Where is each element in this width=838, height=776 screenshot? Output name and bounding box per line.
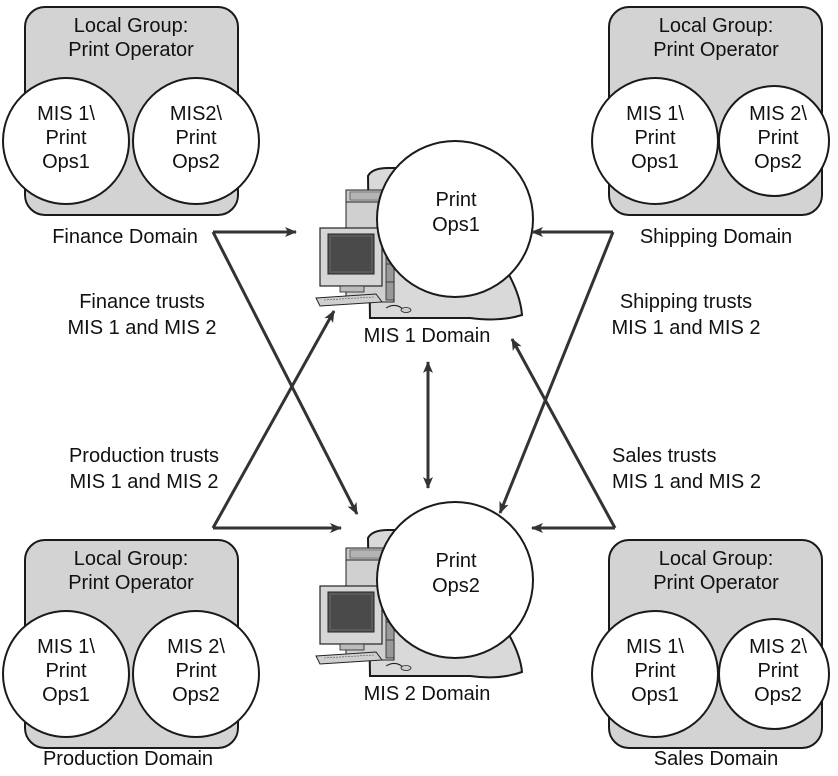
sales-domain-label: Sales Domain (654, 748, 779, 770)
production-mis1-member-circle (2, 610, 130, 738)
shipping-group-title-line1: Local Group: (659, 15, 774, 37)
finance-local-group: Local Group: Print Operator MIS 1\ Print… (2, 6, 260, 248)
production-right-circle-line2: Print (175, 660, 217, 682)
production-domain-label: Production Domain (43, 748, 213, 770)
production-left-circle-line3: Ops1 (42, 684, 90, 706)
production-right-circle-line3: Ops2 (172, 684, 220, 706)
sales-group-title-line1: Local Group: (659, 548, 774, 570)
shipping-trust-label-line2: MIS 1 and MIS 2 (612, 317, 761, 339)
finance-left-circle-line3: Ops1 (42, 151, 90, 173)
sales-local-group: Local Group: Print Operator MIS 1\ Print… (591, 539, 830, 770)
shipping-to-mis2-arrow (498, 231, 615, 514)
sales-mis2-member-circle (718, 618, 830, 730)
finance-mis1-member-circle (2, 77, 130, 205)
trust-arrows (211, 227, 617, 533)
mis2-domain-node: Print Ops2 MIS 2 Domain (315, 501, 534, 705)
sales-to-mis1-arrow (510, 338, 617, 529)
shipping-left-circle-line1: MIS 1\ (626, 103, 684, 125)
shipping-local-group: Local Group: Print Operator MIS 1\ Print… (591, 6, 830, 248)
shipping-right-circle-line2: Print (757, 127, 799, 149)
production-left-circle-line2: Print (45, 660, 87, 682)
mis1-domain-node: Print Ops1 MIS 1 Domain (315, 140, 534, 347)
finance-left-circle-line1: MIS 1\ (37, 103, 95, 125)
finance-left-circle-line2: Print (45, 127, 87, 149)
finance-right-circle-line1: MIS2\ (170, 103, 223, 125)
finance-right-circle-line3: Ops2 (172, 151, 220, 173)
sales-group-title-line2: Print Operator (653, 572, 779, 594)
sales-left-circle-line3: Ops1 (631, 684, 679, 706)
shipping-trust-label-line1: Shipping trusts (620, 291, 752, 313)
mis2-domain-label: MIS 2 Domain (364, 683, 491, 705)
mis1-circle-line1: Print (435, 189, 477, 211)
shipping-right-circle-line3: Ops2 (754, 151, 802, 173)
production-group-title-line2: Print Operator (68, 572, 194, 594)
finance-trust-label-line1: Finance trusts (79, 291, 205, 313)
finance-trust-label-line2: MIS 1 and MIS 2 (68, 317, 217, 339)
shipping-mis2-member-circle (718, 85, 830, 197)
sales-left-circle-line2: Print (634, 660, 676, 682)
finance-group-title-line2: Print Operator (68, 39, 194, 61)
sales-right-circle-line1: MIS 2\ (749, 636, 807, 658)
shipping-domain-label: Shipping Domain (640, 226, 792, 248)
shipping-group-title-line2: Print Operator (653, 39, 779, 61)
sales-trust-label-line2: MIS 1 and MIS 2 (612, 471, 761, 493)
production-local-group: Local Group: Print Operator MIS 1\ Print… (2, 539, 260, 770)
finance-mis2-member-circle (132, 77, 260, 205)
shipping-right-circle-line1: MIS 2\ (749, 103, 807, 125)
finance-group-title-line1: Local Group: (74, 15, 189, 37)
finance-domain-label: Finance Domain (52, 226, 198, 248)
shipping-left-circle-line3: Ops1 (631, 151, 679, 173)
shipping-left-circle-line2: Print (634, 127, 676, 149)
production-trust-label-line1: Production trusts (69, 445, 219, 467)
mis2-circle-line2: Ops2 (432, 575, 480, 597)
sales-trust-label-line1: Sales trusts (612, 445, 716, 467)
finance-to-mis2-arrow (211, 231, 359, 515)
production-trust-label-line2: MIS 1 and MIS 2 (70, 471, 219, 493)
sales-left-circle-line1: MIS 1\ (626, 636, 684, 658)
production-to-mis1-arrow (211, 310, 336, 529)
mis2-print-ops2-circle (376, 501, 534, 659)
mis1-print-ops1-circle (376, 140, 534, 298)
production-left-circle-line1: MIS 1\ (37, 636, 95, 658)
production-right-circle-line1: MIS 2\ (167, 636, 225, 658)
production-mis2-member-circle (132, 610, 260, 738)
sales-right-circle-line3: Ops2 (754, 684, 802, 706)
mis2-circle-line1: Print (435, 550, 477, 572)
production-group-title-line1: Local Group: (74, 548, 189, 570)
sales-right-circle-line2: Print (757, 660, 799, 682)
mis1-circle-line2: Ops1 (432, 214, 480, 236)
finance-right-circle-line2: Print (175, 127, 217, 149)
mis1-domain-label: MIS 1 Domain (364, 325, 491, 347)
